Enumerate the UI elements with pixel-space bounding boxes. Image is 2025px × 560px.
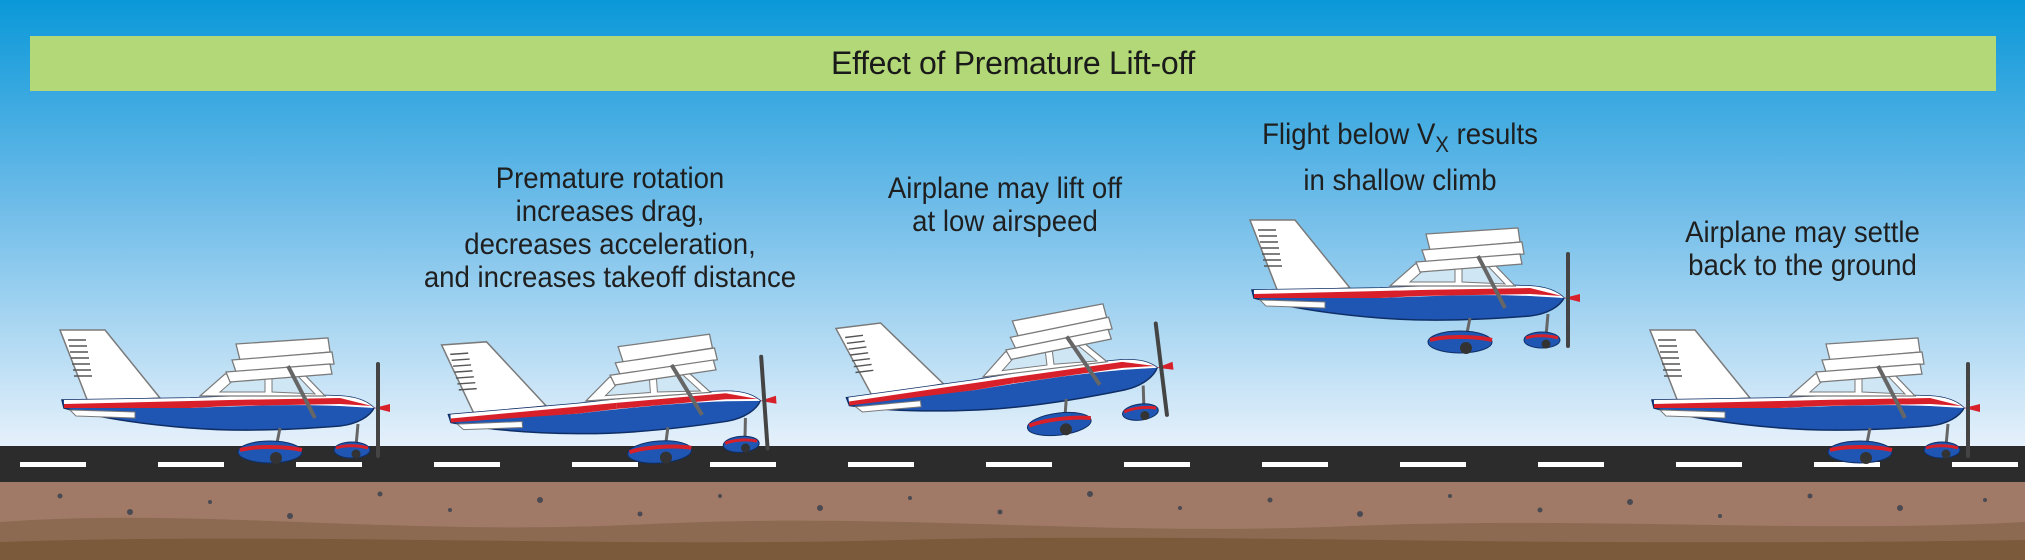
caption-line: Airplane may settle [1685,216,1920,249]
caption-line: Flight below VX results [1253,118,1547,161]
caption-premature-rotation: Premature rotation increases drag, decre… [417,162,803,294]
airplane-ground-roll [40,300,400,470]
caption-text: results [1448,118,1538,151]
caption-line: back to the ground [1688,249,1917,282]
airplane-premature-rotation [420,291,791,486]
airplane-settle-back [1630,300,1990,470]
caption-line: Airplane may lift off [887,172,1123,205]
caption-low-airspeed-liftoff: Airplane may lift off at low airspeed [872,172,1139,238]
vx-subscript: X [1435,132,1449,157]
caption-shallow-climb: Flight below VX results in shallow climb [1253,118,1547,197]
caption-line: decreases acceleration, [464,228,756,261]
diagram-title: Effect of Premature Lift-off [30,36,1996,91]
caption-line: increases drag, [515,195,705,228]
caption-line: in shallow climb [1303,164,1497,197]
runway-centerline-markings [20,462,2018,467]
caption-line: and increases takeoff distance [423,261,797,294]
caption-settle-back: Airplane may settle back to the ground [1671,216,1933,282]
caption-line: Premature rotation [495,162,725,195]
airplane-shallow-climb [1230,190,1590,360]
caption-line: at low airspeed [912,205,1098,238]
ground [0,482,2025,560]
caption-text: Flight below V [1262,118,1436,151]
